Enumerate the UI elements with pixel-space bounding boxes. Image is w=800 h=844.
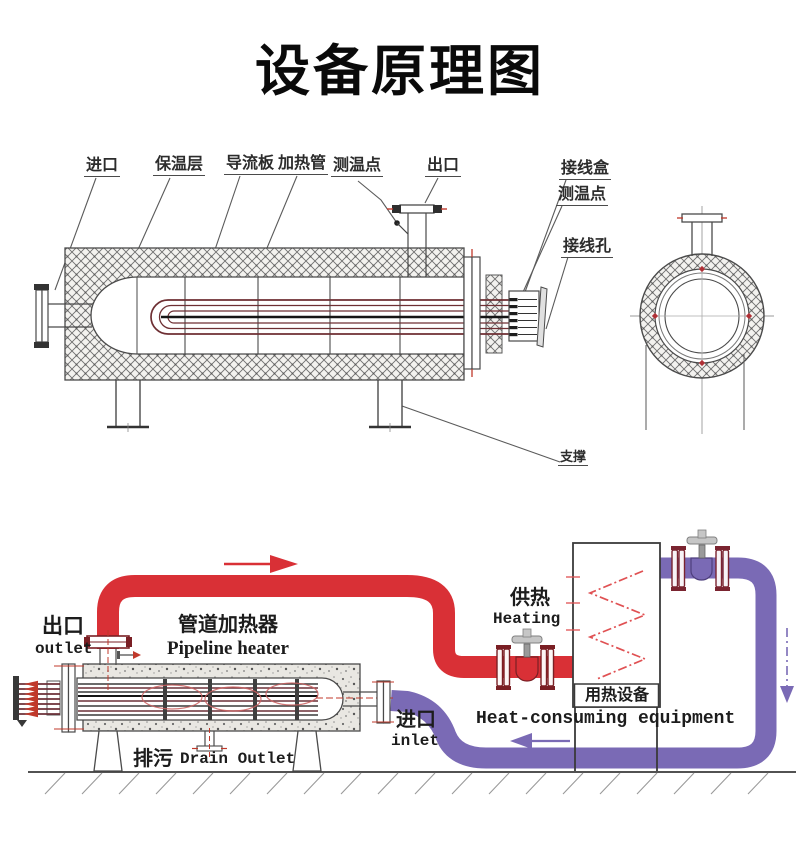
return-pipe (390, 557, 777, 769)
page-title: 设备原理图 (254, 40, 545, 102)
label-temp-point: 测温点 (331, 157, 384, 177)
label-drain-en: Drain Outlet (180, 750, 296, 768)
label-insulation: 保温层 (153, 156, 206, 176)
return-valve (671, 529, 730, 591)
right-flange (463, 249, 481, 377)
outlet-nozzle (387, 204, 447, 277)
label-equipment-cn: 用热设备 (584, 687, 649, 704)
label-heating-cn: 供热 (510, 587, 550, 609)
label-heating-tube: 加热管 (276, 155, 329, 175)
label-drain-cn: 排污 (133, 748, 173, 770)
heater-cross-section (34, 175, 569, 463)
heater-tubes (78, 683, 318, 716)
label-inlet: 进口 (84, 157, 121, 177)
heat-consuming-equipment-box (572, 542, 661, 708)
supply-valve (496, 628, 555, 690)
ground (28, 771, 796, 795)
label-wiring-hole: 接线孔 (561, 238, 614, 258)
heating-tubes (150, 299, 510, 335)
convection-swirls (141, 682, 319, 712)
heater-terminals (13, 676, 61, 727)
temp-probe (394, 220, 409, 235)
junction-box (508, 286, 548, 348)
equipment-label-box (573, 683, 660, 708)
end-view (630, 206, 774, 434)
support-legs (107, 380, 411, 432)
label-inlet-en: inlet (391, 732, 440, 750)
label-outlet: 出口 (425, 157, 462, 177)
pipeline-heater (13, 630, 396, 772)
heater-outlet-nozzle (84, 630, 141, 692)
label-heater-cn: 管道加热器 (178, 614, 278, 636)
supply-flow-arrow-right (224, 555, 298, 573)
heating-coil (587, 570, 648, 680)
inlet-nozzle (34, 284, 92, 348)
drain-outlet-fitting (192, 728, 227, 757)
flow-schematic (13, 529, 796, 795)
return-flow-arrow-down (780, 628, 794, 703)
vessel-shell (90, 276, 465, 355)
heater-left-flange (54, 663, 84, 733)
wiring-hole-plate (536, 286, 548, 348)
label-baffle: 导流板 (224, 155, 277, 175)
baffle-plates (184, 277, 401, 354)
return-flow-arrow-left (510, 733, 570, 749)
label-support: 支撑 (558, 449, 589, 466)
label-heater-en: Pipeline heater (167, 638, 289, 659)
label-equipment-en: Heat-consuming equipment (476, 709, 736, 729)
label-heating-en: Heating (493, 610, 561, 628)
supply-pipe (97, 575, 575, 678)
end-view-nozzle (677, 213, 727, 256)
label-outlet-en: outlet (35, 640, 93, 658)
label-inlet-cn: 进口 (396, 709, 436, 731)
label-junction-box: 接线盒 (559, 160, 612, 180)
label-outlet-cn: 出口 (42, 615, 84, 638)
label-temp-point-right: 测温点 (556, 186, 609, 206)
heater-inlet-nozzle (343, 680, 394, 724)
